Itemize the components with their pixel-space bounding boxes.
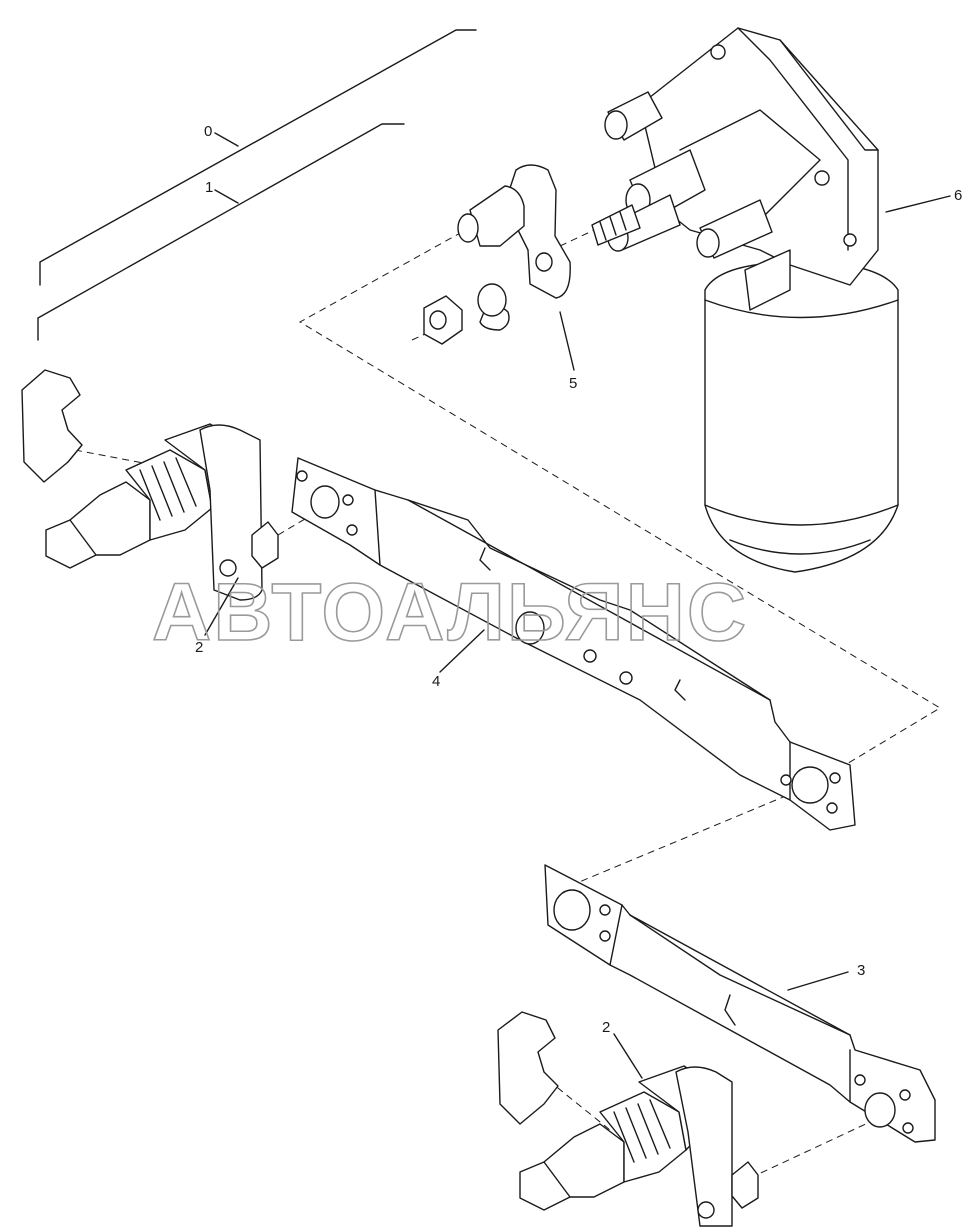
wheel-box-spindle-lower [497,1011,759,1227]
leader-lines [204,132,951,1079]
callout-5: 5 [569,375,577,392]
linkage-rod-short [544,864,936,1143]
assembly-bracket-1 [37,123,405,341]
wiper-motor [591,27,899,573]
callout-4: 4 [432,673,440,690]
watermark-text: АВТОАЛЬЯНС [152,567,748,658]
callout-0: 0 [204,123,212,140]
wheel-box-spindle-upper [21,369,279,601]
callout-1: 1 [205,179,213,196]
callout-2-lower: 2 [602,1019,610,1036]
callout-6: 6 [954,187,962,204]
callout-2-upper: 2 [195,639,203,656]
assembly-bracket-0 [39,29,477,286]
callout-labels: 0 1 2 2 3 4 5 6 [195,123,962,1036]
callout-3: 3 [857,962,865,979]
linkage-rod-long [291,457,856,831]
crank-lever-top [423,164,571,345]
